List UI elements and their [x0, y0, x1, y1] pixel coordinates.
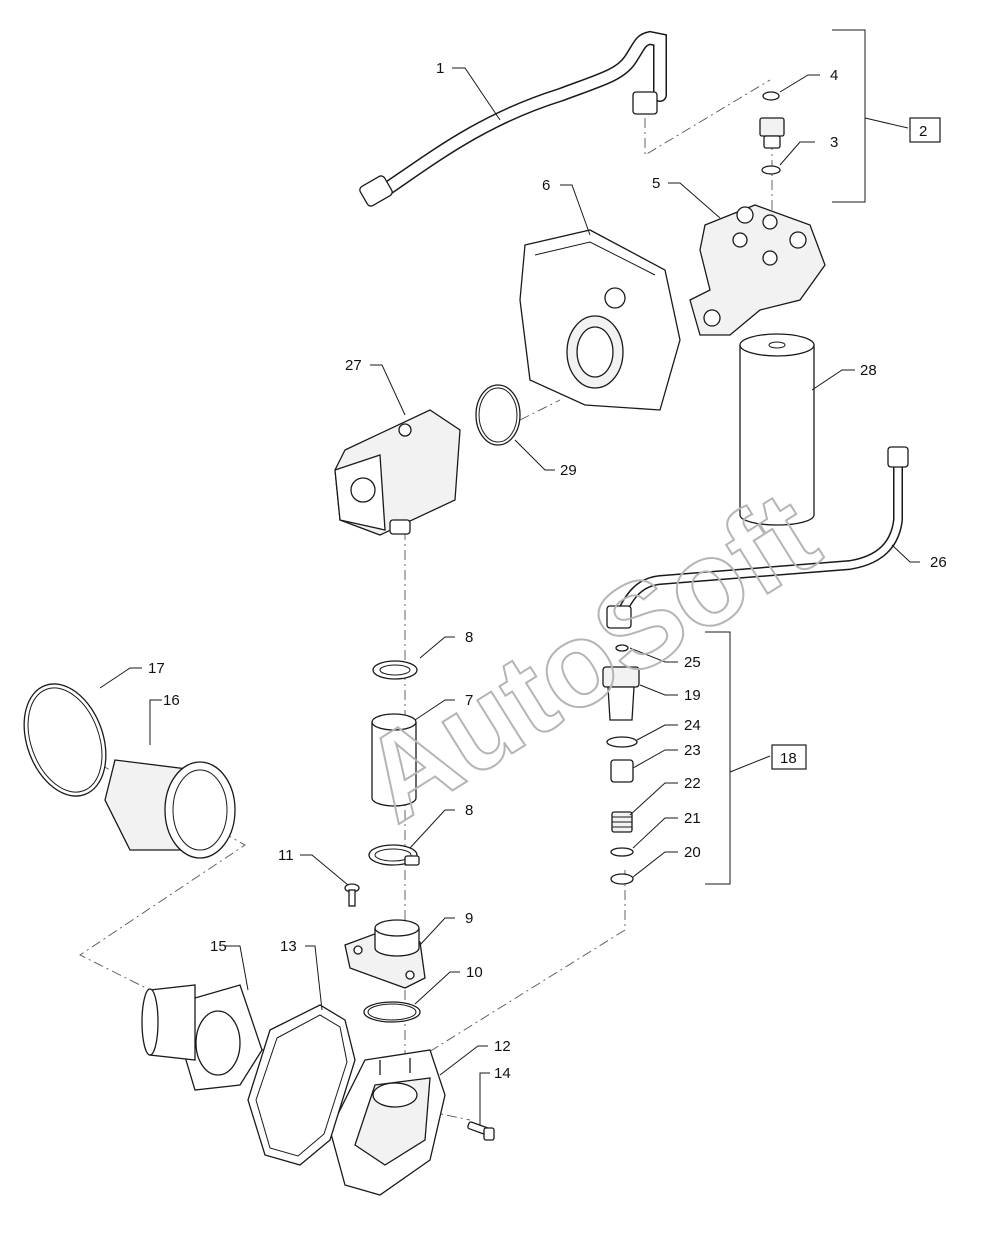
callout-labels: 1 2 3 4 5 6 27 28 29 26 8 7 8 17 16 11 9… [148, 60, 947, 1082]
callout-29: 29 [560, 462, 577, 479]
part-clamp-8-upper [372, 660, 418, 680]
part-housing-6 [519, 229, 681, 411]
callout-15: 15 [210, 938, 227, 955]
part-filter-28 [739, 333, 815, 526]
callout-3: 3 [830, 134, 838, 151]
callout-6: 6 [542, 177, 550, 194]
callout-23: 23 [684, 742, 701, 759]
callout-22: 22 [684, 775, 701, 792]
part-adapter-15 [141, 984, 263, 1091]
callout-20: 20 [684, 844, 701, 861]
callout-5: 5 [652, 175, 660, 192]
part-pipe-26 [606, 446, 909, 629]
callout-24: 24 [684, 717, 701, 734]
part-bell-16 [104, 759, 236, 859]
part-o-ring-29 [475, 384, 521, 446]
callout-17: 17 [148, 660, 165, 677]
callout-16: 16 [163, 692, 180, 709]
part-washer-21 [610, 847, 634, 857]
svg-text:2: 2 [919, 123, 927, 140]
part-seal-25 [615, 644, 629, 652]
callout-1: 1 [436, 60, 444, 77]
part-valve-block-5 [689, 204, 826, 336]
group-bracket-18 [705, 631, 771, 885]
part-flange-9 [344, 919, 426, 989]
callout-8-upper: 8 [465, 629, 473, 646]
part-gasket-13 [247, 1004, 356, 1166]
group-bracket-2 [832, 29, 909, 203]
boxed-label-18: 18 [771, 744, 807, 770]
callout-14: 14 [494, 1065, 511, 1082]
callout-21: 21 [684, 810, 701, 827]
part-screw-11 [344, 883, 360, 907]
part-o-ring-10 [363, 1001, 421, 1023]
leader-lines [99, 67, 920, 1125]
callout-13: 13 [280, 938, 297, 955]
part-seal-4 [762, 91, 780, 101]
part-seal-3 [761, 165, 781, 175]
part-sleeve-7 [371, 713, 417, 807]
part-hose-1 [359, 30, 667, 207]
part-valve-19 [602, 666, 640, 721]
callout-25: 25 [684, 654, 701, 671]
watermark-text: AutoSoft [339, 466, 840, 848]
callout-10: 10 [466, 964, 483, 981]
callout-12: 12 [494, 1038, 511, 1055]
part-pump-27 [334, 409, 461, 536]
boxed-label-2: 2 [909, 117, 941, 143]
callout-26: 26 [930, 554, 947, 571]
callout-19: 19 [684, 687, 701, 704]
part-circlip-20 [610, 873, 634, 885]
svg-text:18: 18 [780, 750, 797, 767]
part-piston-23 [610, 759, 634, 783]
part-fitting [759, 117, 785, 149]
callout-7: 7 [465, 692, 473, 709]
part-bolt-14 [467, 1121, 495, 1141]
part-spring-22 [611, 811, 633, 833]
callout-27: 27 [345, 357, 362, 374]
part-cover-12 [329, 1049, 446, 1196]
part-seal-24 [606, 736, 638, 748]
part-ring-17 [23, 683, 107, 797]
callout-9: 9 [465, 910, 473, 927]
callout-4: 4 [830, 67, 838, 84]
part-clamp-8-lower [368, 844, 420, 866]
callout-8-lower: 8 [465, 802, 473, 819]
callout-11: 11 [278, 847, 294, 864]
callout-28: 28 [860, 362, 877, 379]
